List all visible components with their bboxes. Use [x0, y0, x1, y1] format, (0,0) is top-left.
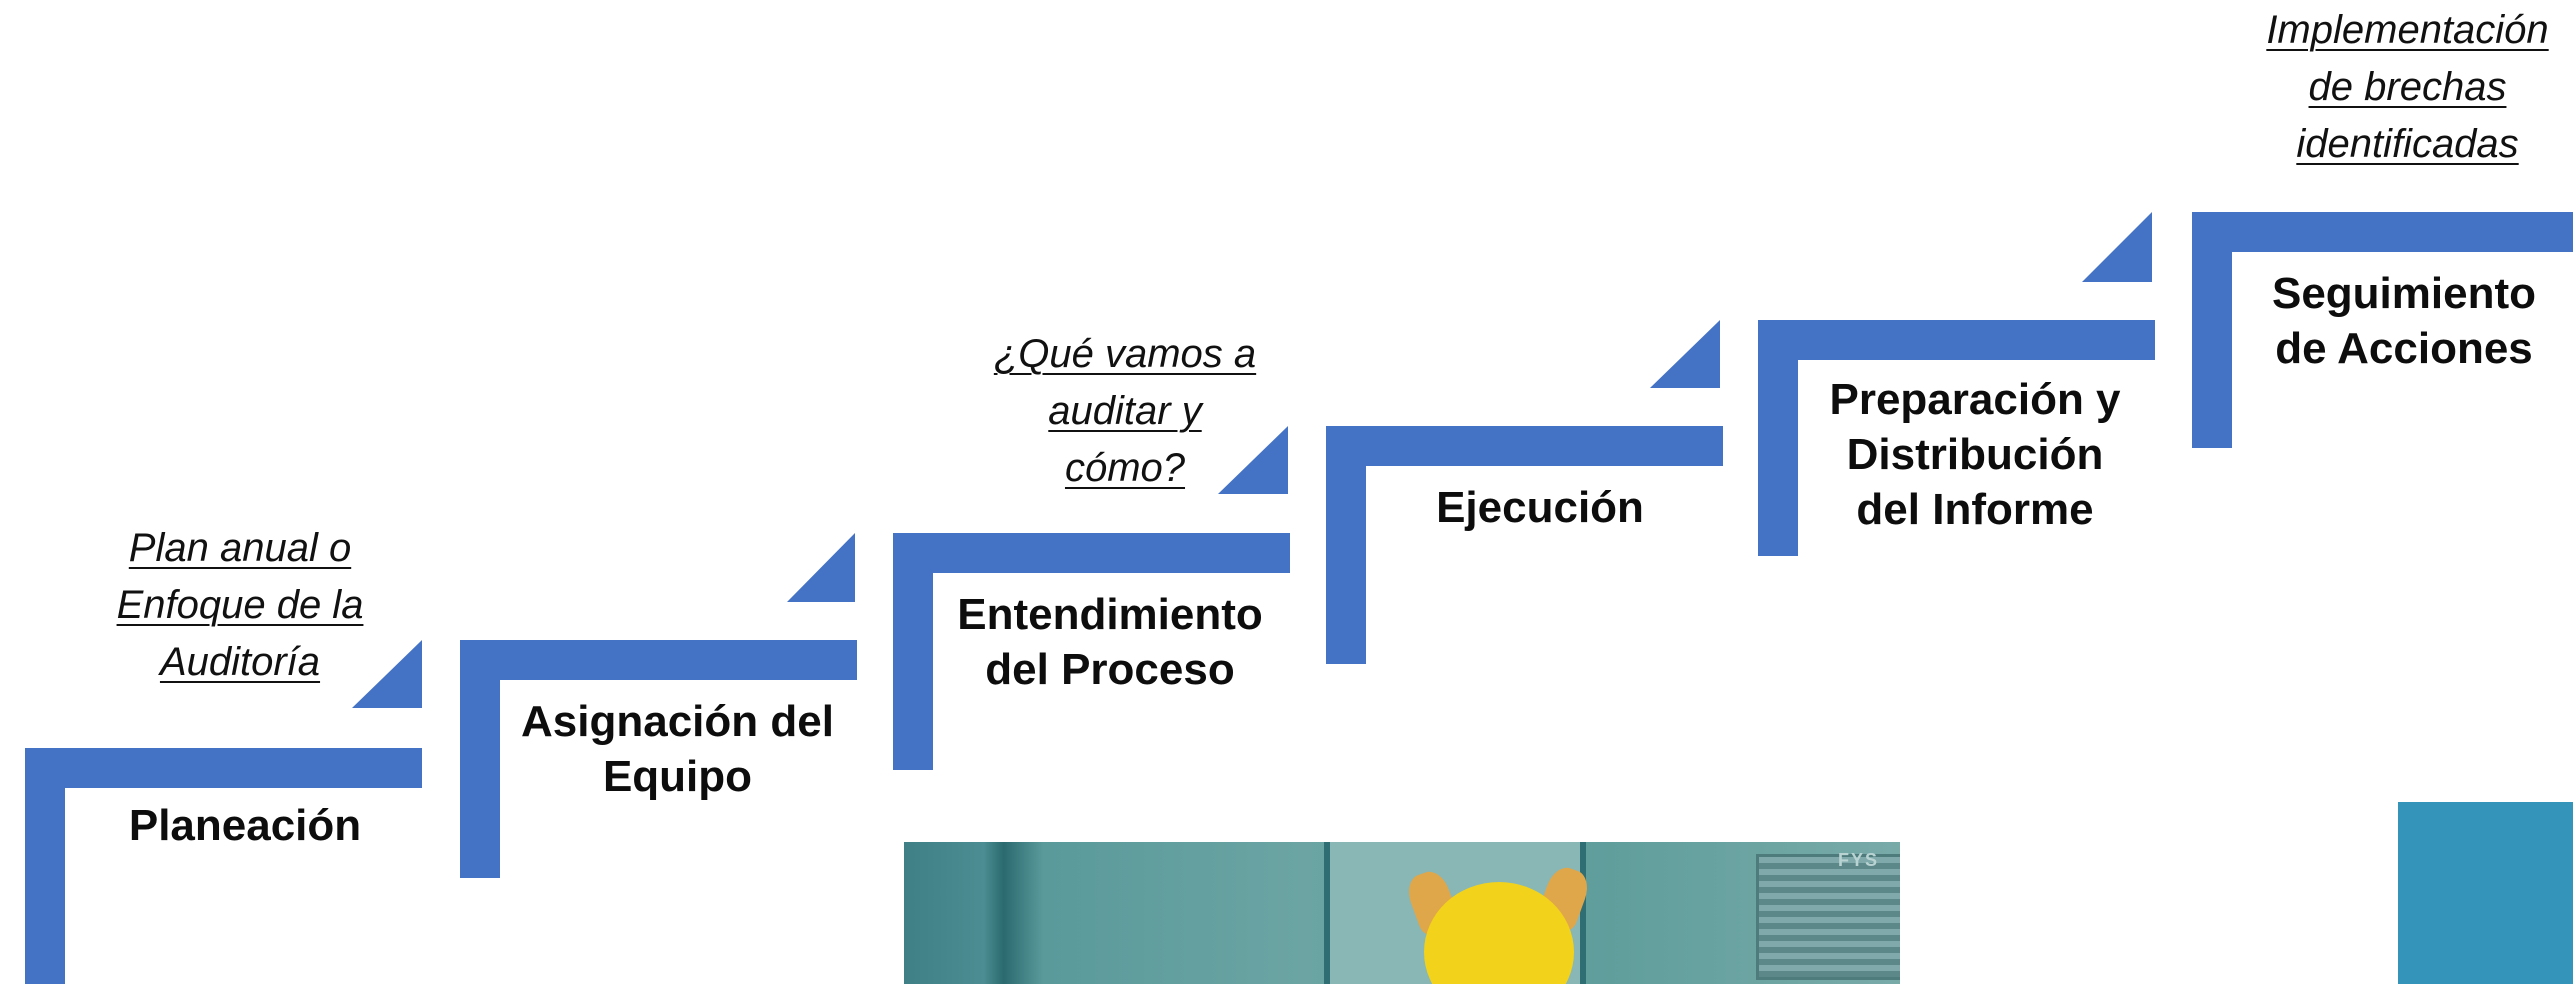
step-shape-ejecucion [1326, 426, 1723, 664]
step-shape-preparacion-informe [1758, 320, 2155, 556]
image-character-head [1424, 882, 1574, 984]
step-connector-triangle-2 [787, 533, 855, 602]
step-connector-triangle-1 [352, 640, 422, 708]
step-connector-triangle-3 [1218, 426, 1288, 494]
image-watermark: FYS [1838, 850, 1880, 870]
step-shape-asignacion-equipo [460, 640, 857, 878]
corner-decor-square [2398, 802, 2573, 984]
note-plan-anual: Plan anual o Enfoque de la Auditoría [116, 526, 364, 684]
step-shape-entendimiento-proceso [893, 533, 1290, 770]
step-label-ejecucion: Ejecución [1436, 483, 1644, 532]
image-vent [1756, 854, 1900, 980]
step-shape-seguimiento-acciones [2192, 212, 2573, 448]
step-label-seguimiento-acciones: Seguimiento de Acciones [2271, 269, 2537, 373]
step-label-preparacion-informe: Preparación y Distribución del Informe [1829, 375, 2121, 534]
step-connector-triangle-4 [1650, 320, 1720, 388]
step-shape-planeacion [25, 748, 422, 984]
note-que-vamos-a-auditar: ¿Qué vamos a auditar y cómo? [993, 332, 1257, 490]
step-label-planeacion: Planeación [128, 801, 362, 850]
note-implementacion-brechas: Implementación de brechas identificadas [2266, 8, 2549, 166]
step-label-asignacion-equipo: Asignación del Equipo [521, 697, 834, 801]
step-label-entendimiento-proceso: Entendimiento del Proceso [957, 590, 1263, 694]
animated-image: FYS [904, 842, 1900, 984]
step-connector-triangle-5 [2082, 212, 2152, 282]
